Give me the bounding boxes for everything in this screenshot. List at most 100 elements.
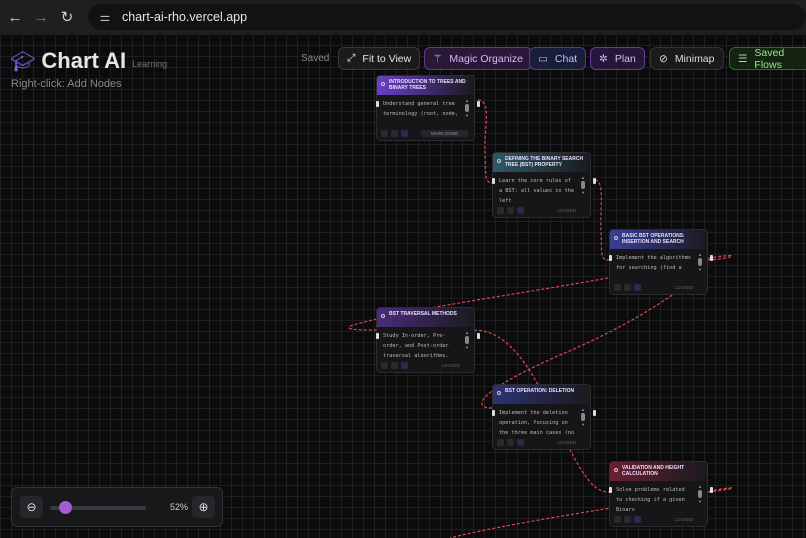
attach-icon[interactable]	[381, 130, 388, 137]
node-header[interactable]: DEFINING THE BINARY SEARCH TREE (BST) PR…	[493, 153, 590, 172]
node-header[interactable]: BST TRAVERSAL METHODS	[377, 308, 474, 327]
link-icon[interactable]	[391, 362, 398, 369]
node-footer: LOCKED	[497, 207, 586, 214]
resource-icon[interactable]	[401, 130, 408, 137]
node-status-icon	[381, 82, 385, 86]
locked-label: LOCKED	[674, 517, 693, 522]
magic-organize-button[interactable]: ⚚ Magic Organize	[424, 47, 532, 70]
chat-button[interactable]: ▭Chat	[529, 47, 587, 70]
attach-icon[interactable]	[381, 362, 388, 369]
node-header[interactable]: INTRODUCTION TO TREES AND BINARY TREES	[377, 76, 474, 95]
link-icon[interactable]	[624, 516, 631, 523]
zoom-value: 52%	[170, 502, 189, 512]
eye-off-icon: ⊘	[659, 52, 668, 65]
link-icon[interactable]	[507, 207, 514, 214]
target-handle[interactable]	[376, 101, 379, 107]
expand-icon: ⤢	[347, 52, 356, 64]
node-footer: LOCKED	[614, 516, 703, 523]
target-handle[interactable]	[609, 487, 612, 493]
node-status-icon	[614, 468, 618, 472]
button-label: Minimap	[674, 52, 715, 65]
url-text: chart-ai-rho.vercel.app	[122, 10, 248, 24]
source-handle[interactable]	[477, 333, 480, 339]
resource-icon[interactable]	[517, 207, 524, 214]
source-handle[interactable]	[477, 101, 480, 107]
node-body: Implement the algorithms for searching (…	[616, 255, 691, 271]
resource-icon[interactable]	[517, 439, 524, 446]
site-settings-icon[interactable]: ⚌	[99, 10, 111, 24]
node-scrollbar[interactable]: ▲▼	[698, 252, 702, 272]
app-brand: 🎓︎ Chart AI Learning	[10, 48, 167, 74]
forward-icon[interactable]: →	[33, 8, 49, 26]
graduation-cap-icon: 🎓︎	[10, 50, 36, 73]
attach-icon[interactable]	[614, 516, 621, 523]
browser-toolbar: ← → ↻ ⚌ chart-ai-rho.vercel.app	[0, 0, 806, 34]
node-title: DEFINING THE BINARY SEARCH TREE (BST) PR…	[505, 156, 584, 168]
node-body: Study In-order, Pre-order, and Post-orde…	[383, 333, 449, 357]
locked-label: LOCKED	[557, 208, 576, 213]
button-label: Plan	[614, 52, 636, 65]
plan-button[interactable]: ✲Plan	[590, 47, 645, 70]
flow-node[interactable]: BST OPERATION: DELETION Implement the de…	[492, 384, 596, 450]
fit-to-view-button[interactable]: ⤢ Fit to View	[338, 47, 421, 70]
node-scrollbar[interactable]: ▲▼	[465, 98, 469, 118]
button-label: Magic Organize	[449, 52, 523, 65]
node-title: INTRODUCTION TO TREES AND BINARY TREES	[389, 79, 466, 91]
mark-done-button[interactable]: MARK DONE	[421, 130, 469, 137]
node-footer: LOCKED	[381, 362, 470, 369]
zoom-slider-handle[interactable]	[59, 501, 72, 514]
target-handle[interactable]	[492, 178, 495, 184]
zoom-slider[interactable]	[50, 506, 146, 510]
node-footer: MARK DONE	[381, 130, 470, 137]
flow-node[interactable]: VALIDATION AND HEIGHT CALCULATION Solve …	[609, 461, 713, 527]
reload-icon[interactable]: ↻	[60, 9, 74, 26]
source-handle[interactable]	[710, 255, 713, 261]
resource-icon[interactable]	[401, 362, 408, 369]
node-body: Understand general tree terminology (roo…	[383, 101, 458, 117]
resource-icon[interactable]	[634, 284, 641, 291]
flow-node[interactable]: BST TRAVERSAL METHODS Study In-order, Pr…	[376, 307, 480, 373]
target-handle[interactable]	[609, 255, 612, 261]
zoom-out-button[interactable]: ⊖	[20, 496, 43, 518]
link-icon[interactable]	[624, 284, 631, 291]
flow-node[interactable]: INTRODUCTION TO TREES AND BINARY TREES U…	[376, 75, 480, 141]
flow-node[interactable]: DEFINING THE BINARY SEARCH TREE (BST) PR…	[492, 152, 596, 218]
button-label: Fit to View	[362, 52, 412, 65]
save-status: Saved	[301, 53, 330, 64]
button-label: Chat	[554, 52, 578, 65]
node-body: Learn the core rules of a BST: all value…	[499, 178, 574, 202]
node-body: Solve problems related to checking if a …	[616, 487, 685, 511]
zoom-in-button[interactable]: ⊕	[192, 496, 215, 518]
link-icon[interactable]	[507, 439, 514, 446]
node-scrollbar[interactable]: ▲▼	[581, 407, 585, 427]
target-handle[interactable]	[376, 333, 379, 339]
node-status-icon	[381, 314, 385, 318]
source-handle[interactable]	[593, 178, 596, 184]
node-scrollbar[interactable]: ▲▼	[465, 330, 469, 350]
attach-icon[interactable]	[497, 439, 504, 446]
source-handle[interactable]	[593, 410, 596, 416]
node-status-icon	[497, 159, 501, 163]
node-header[interactable]: VALIDATION AND HEIGHT CALCULATION	[610, 462, 707, 481]
node-body: Implement the deletion operation, focusi…	[499, 410, 574, 434]
node-header[interactable]: BST OPERATION: DELETION	[493, 385, 590, 404]
target-handle[interactable]	[492, 410, 495, 416]
saved-flows-button[interactable]: ☰Saved Flows	[729, 47, 806, 71]
attach-icon[interactable]	[497, 207, 504, 214]
resource-icon[interactable]	[634, 516, 641, 523]
node-header[interactable]: BASIC BST OPERATIONS: INSERTION AND SEAR…	[610, 230, 707, 249]
source-handle[interactable]	[710, 487, 713, 493]
node-title: VALIDATION AND HEIGHT CALCULATION	[622, 465, 685, 477]
node-scrollbar[interactable]: ▲▼	[698, 484, 702, 504]
address-bar[interactable]: ⚌ chart-ai-rho.vercel.app	[88, 4, 806, 30]
attach-icon[interactable]	[614, 284, 621, 291]
zoom-controls: ⊖ 52% ⊕	[11, 487, 223, 527]
locked-label: LOCKED	[441, 363, 460, 368]
back-icon[interactable]: ←	[7, 8, 23, 26]
database-icon: ☰	[738, 52, 748, 65]
link-icon[interactable]	[391, 130, 398, 137]
minimap-button[interactable]: ⊘ Minimap	[650, 47, 724, 70]
magic-wand-icon: ⚚	[433, 52, 443, 65]
node-scrollbar[interactable]: ▲▼	[581, 175, 585, 195]
flow-node[interactable]: BASIC BST OPERATIONS: INSERTION AND SEAR…	[609, 229, 713, 295]
